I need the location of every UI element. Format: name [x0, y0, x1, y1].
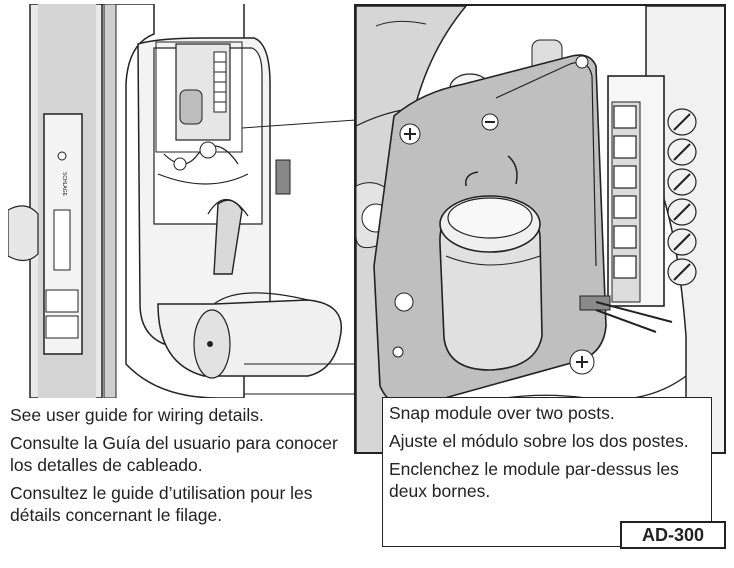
latch-rect	[53, 209, 71, 271]
caption-right-es: Ajuste el módulo sobre los dos postes.	[389, 431, 689, 451]
caption-left-fr: Consultez le guide d’utilisation pour le…	[10, 483, 313, 525]
module-detail-view	[354, 4, 726, 454]
figure-id-label: AD-300	[620, 521, 726, 549]
caption-right-en: Snap module over two posts.	[389, 403, 615, 423]
lock-assembly-illustration: SCHLAGE	[8, 4, 368, 398]
detail-focus-box	[155, 41, 243, 153]
caption-right-fr: Enclenchez le module par-dessus les deux…	[389, 459, 679, 501]
caption-left-en: See user guide for wiring details.	[10, 405, 264, 425]
module-detail-illustration	[356, 6, 724, 452]
left-caption-block: See user guide for wiring details. Consu…	[10, 404, 355, 532]
caption-left-es: Consulte la Guía del usuario para conoce…	[10, 433, 338, 475]
faceplate-logo: SCHLAGE	[61, 172, 67, 197]
